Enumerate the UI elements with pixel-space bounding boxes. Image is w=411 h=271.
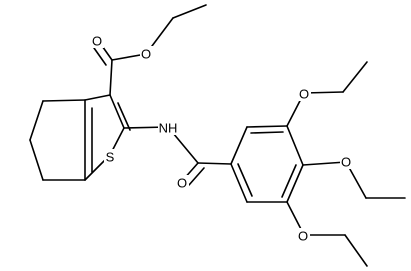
svg-text:O: O [92, 34, 102, 49]
bond [188, 167, 205, 186]
bond [302, 161, 347, 166]
bond [230, 126, 248, 165]
bonds [29, 4, 406, 267]
svg-text:O: O [299, 87, 309, 102]
bond [172, 4, 207, 19]
bond [197, 162, 232, 165]
bond [109, 94, 125, 129]
atom-ethoxy-bottom-oxygen: O [297, 228, 310, 244]
atom-ethoxy-top-oxygen: O [298, 86, 311, 102]
svg-text:S: S [106, 150, 115, 165]
bond [29, 139, 44, 181]
bond [286, 164, 304, 203]
bond [281, 164, 297, 198]
atom-amide-nitrogen: NH [158, 120, 180, 136]
atom-labels: O O NH S O O O O [91, 33, 353, 244]
svg-text:O: O [341, 155, 351, 170]
bond [42, 99, 86, 102]
bond [93, 47, 107, 66]
atom-ester-carbonyl-oxygen: O [91, 33, 104, 49]
bond [342, 61, 368, 93]
svg-text:O: O [298, 229, 308, 244]
bond [29, 100, 44, 141]
bond [286, 125, 304, 166]
bond [84, 94, 111, 101]
svg-text:NH: NH [159, 121, 178, 136]
bond [237, 163, 253, 197]
bond [117, 102, 131, 131]
atom-amide-oxygen: O [176, 175, 189, 191]
bond [109, 59, 113, 96]
atom-thiophene-sulfur: S [104, 149, 116, 165]
bond [230, 163, 248, 203]
svg-text:O: O [141, 47, 151, 62]
bond [250, 131, 284, 134]
svg-text:O: O [177, 176, 187, 191]
bond [246, 125, 288, 128]
atom-ester-link-oxygen: O [140, 46, 153, 62]
atom-ethoxy-middle-oxygen: O [340, 154, 353, 170]
bond [344, 234, 368, 267]
